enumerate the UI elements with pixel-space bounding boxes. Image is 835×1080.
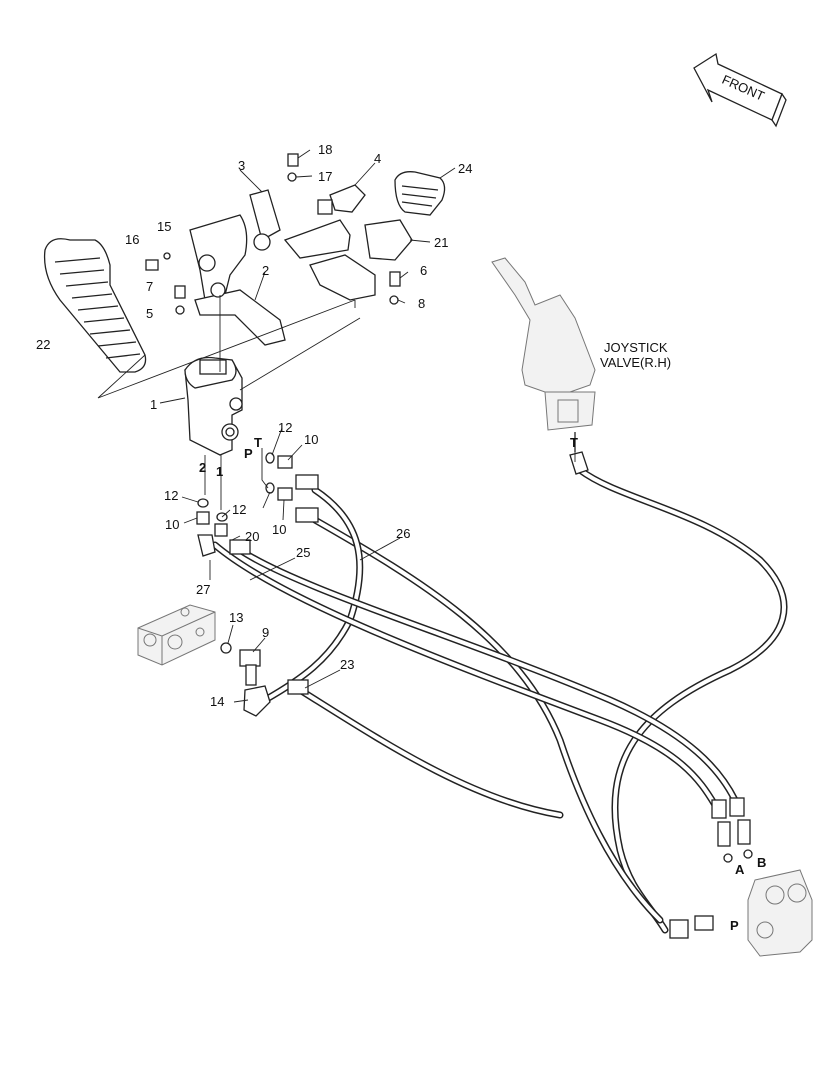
- callout-21: 21: [434, 235, 448, 250]
- callout-10c: 10: [272, 522, 286, 537]
- callout-2a: 2: [262, 263, 269, 278]
- callout-12b: 12: [164, 488, 178, 503]
- port-P2: P: [730, 918, 739, 933]
- callout-17: 17: [318, 169, 332, 184]
- pedal-arm-2: [194, 282, 286, 346]
- leader-lines: [97, 149, 576, 703]
- front-arrow-icon: FRONT: [693, 52, 787, 128]
- pedal-21-24: [309, 171, 446, 301]
- callout-22: 22: [36, 337, 50, 352]
- fitting-9-14: [239, 649, 309, 717]
- callout-10a: 10: [304, 432, 318, 447]
- callout-27: 27: [196, 582, 210, 597]
- bracket-4: [283, 184, 366, 259]
- callout-25: 25: [296, 545, 310, 560]
- joystick-label: JOYSTICK VALVE(R.H): [600, 340, 671, 370]
- hoses: [211, 466, 788, 934]
- callout-8: 8: [418, 296, 425, 311]
- small-fasteners: [145, 153, 401, 315]
- joystick-label-line1: JOYSTICK: [604, 340, 668, 355]
- callout-7: 7: [146, 279, 153, 294]
- fittings: [196, 452, 319, 557]
- callout-labels: 1 2 2 1 3 4 5 6 7 8 9 10 10 10 12 12 12 …: [36, 142, 472, 709]
- port-B: B: [757, 855, 766, 870]
- callout-26: 26: [396, 526, 410, 541]
- callout-2b: 2: [199, 460, 206, 475]
- callout-6: 6: [420, 263, 427, 278]
- callout-18: 18: [318, 142, 332, 157]
- port-labels: T P T A B P: [244, 435, 766, 933]
- joystick-label-line2: VALVE(R.H): [600, 355, 671, 370]
- callout-16: 16: [125, 232, 139, 247]
- callout-5: 5: [146, 306, 153, 321]
- port-T: T: [254, 435, 262, 450]
- pedal-valve-1: [184, 356, 243, 456]
- callout-1: 1: [150, 397, 157, 412]
- callout-24: 24: [458, 161, 472, 176]
- callout-13: 13: [229, 610, 243, 625]
- callout-12c: 12: [232, 502, 246, 517]
- callout-12a: 12: [278, 420, 292, 435]
- callout-10b: 10: [165, 517, 179, 532]
- pedal-22: [43, 238, 147, 373]
- port-joy-T: T: [570, 435, 578, 450]
- callout-1b: 1: [216, 464, 223, 479]
- block-13: [137, 604, 232, 666]
- callout-14: 14: [210, 694, 224, 709]
- callout-4: 4: [374, 151, 381, 166]
- bracket-3: [189, 189, 281, 301]
- callout-15: 15: [157, 219, 171, 234]
- callout-9: 9: [262, 625, 269, 640]
- callout-23: 23: [340, 657, 354, 672]
- callout-3: 3: [238, 158, 245, 173]
- control-valve: [669, 797, 813, 957]
- callout-20: 20: [245, 529, 259, 544]
- port-P: P: [244, 446, 253, 461]
- port-A: A: [735, 862, 745, 877]
- joystick-valve: [491, 257, 596, 475]
